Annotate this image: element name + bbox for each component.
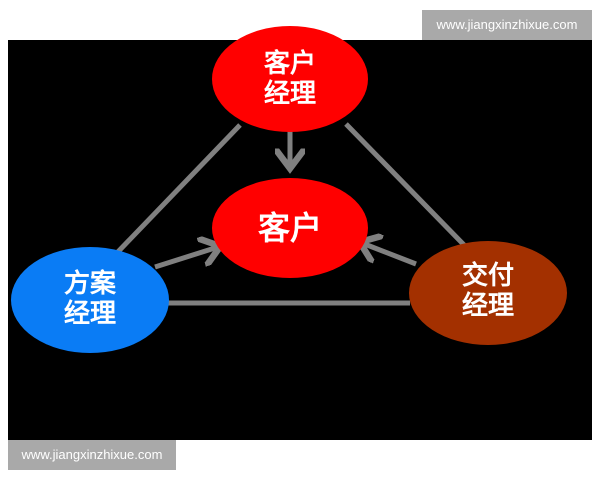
node-solution-manager bbox=[11, 247, 169, 353]
watermark-top-right: www.jiangxinzhixue.com bbox=[422, 10, 592, 40]
label-delivery-manager: 交付 经理 bbox=[438, 261, 538, 322]
node-delivery-manager bbox=[409, 241, 567, 345]
label-line1: 客户 bbox=[263, 49, 316, 79]
label-account-manager: 客户 经理 bbox=[240, 49, 340, 110]
connector-account-to-solution bbox=[111, 123, 242, 259]
label-solution-manager: 方案 经理 bbox=[40, 269, 140, 330]
watermark-bottom-left: www.jiangxinzhixue.com bbox=[8, 440, 176, 470]
node-account-manager bbox=[212, 26, 368, 132]
node-customer bbox=[212, 178, 368, 278]
label-line2: 经理 bbox=[461, 290, 514, 321]
label-line1: 方案 bbox=[63, 269, 116, 299]
label-line1: 交付 bbox=[461, 261, 514, 291]
label-line2: 经理 bbox=[63, 298, 116, 329]
label-line2: 经理 bbox=[263, 78, 316, 109]
connector-account-to-delivery bbox=[344, 122, 469, 250]
arrow-delivery-to-customer bbox=[362, 243, 417, 267]
label-customer: 客户 bbox=[230, 210, 350, 247]
label-line1: 客户 bbox=[257, 209, 322, 247]
arrow-solution-to-customer bbox=[154, 247, 218, 270]
